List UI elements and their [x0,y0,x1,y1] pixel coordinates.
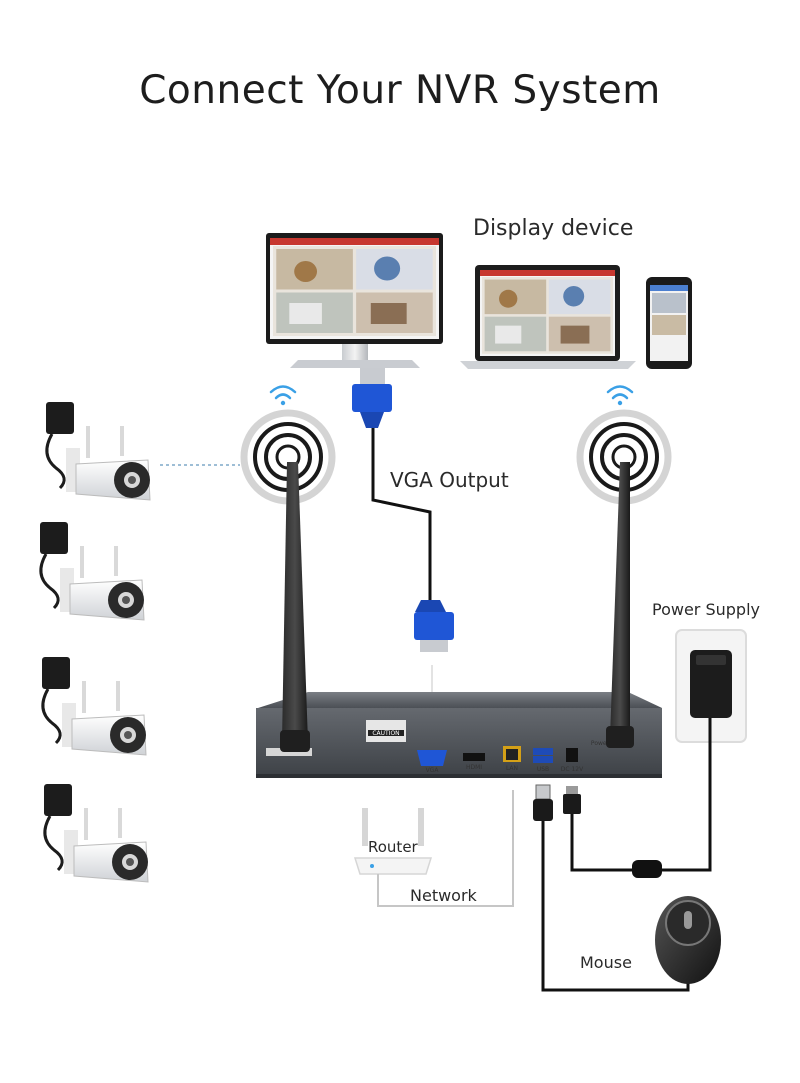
usb-plug-icon [533,784,553,821]
port-label-dc: DC 12V [561,766,584,773]
page-title: Connect Your NVR System [139,68,661,113]
power-adapter-icon [42,657,70,689]
laptop-icon [460,265,636,369]
vga-output-label: VGA Output [390,468,509,492]
camera-icon [39,522,145,621]
camera-icon [41,657,147,756]
monitor-icon [266,233,443,368]
vga-connector-icon [414,600,454,652]
smartphone-icon [646,277,692,369]
signal-rings [240,409,672,505]
caution-sticker: CAUTION [372,730,399,737]
display-device-label: Display device [473,216,634,241]
router-icon [353,808,433,875]
power-adapter-icon [675,629,747,743]
mouse-icon [655,896,721,984]
router-label: Router [368,838,418,856]
network-cable [377,790,514,907]
port-label-usb: USB [537,766,549,773]
port-label-hdmi: HDMI [466,764,482,771]
network-label: Network [410,886,477,905]
antenna-icon [606,462,634,748]
power-adapter-icon [46,402,74,434]
hdmi-port [463,753,485,761]
camera-icon [45,402,151,501]
dc-port [566,748,578,762]
antenna-icon [280,462,310,752]
nvr-recorder: CAUTION VGA HDMI LAN USB DC 12V Power [256,692,662,778]
wifi-icon [606,385,634,406]
port-label-lan: LAN [506,765,518,772]
vga-connector-icon [352,368,392,428]
mouse-label: Mouse [580,953,632,972]
port-label-vga: VGA [426,767,440,774]
ferrite-core [632,860,662,878]
camera-icon [43,784,149,883]
port-label-power: Power [591,740,610,747]
vga-port [417,750,447,766]
power-adapter-icon [40,522,68,554]
power-adapter-icon [44,784,72,816]
usb-port [533,748,553,755]
power-supply-label: Power Supply [652,600,760,619]
wifi-icon [269,385,297,406]
dc-plug-icon [563,786,581,814]
